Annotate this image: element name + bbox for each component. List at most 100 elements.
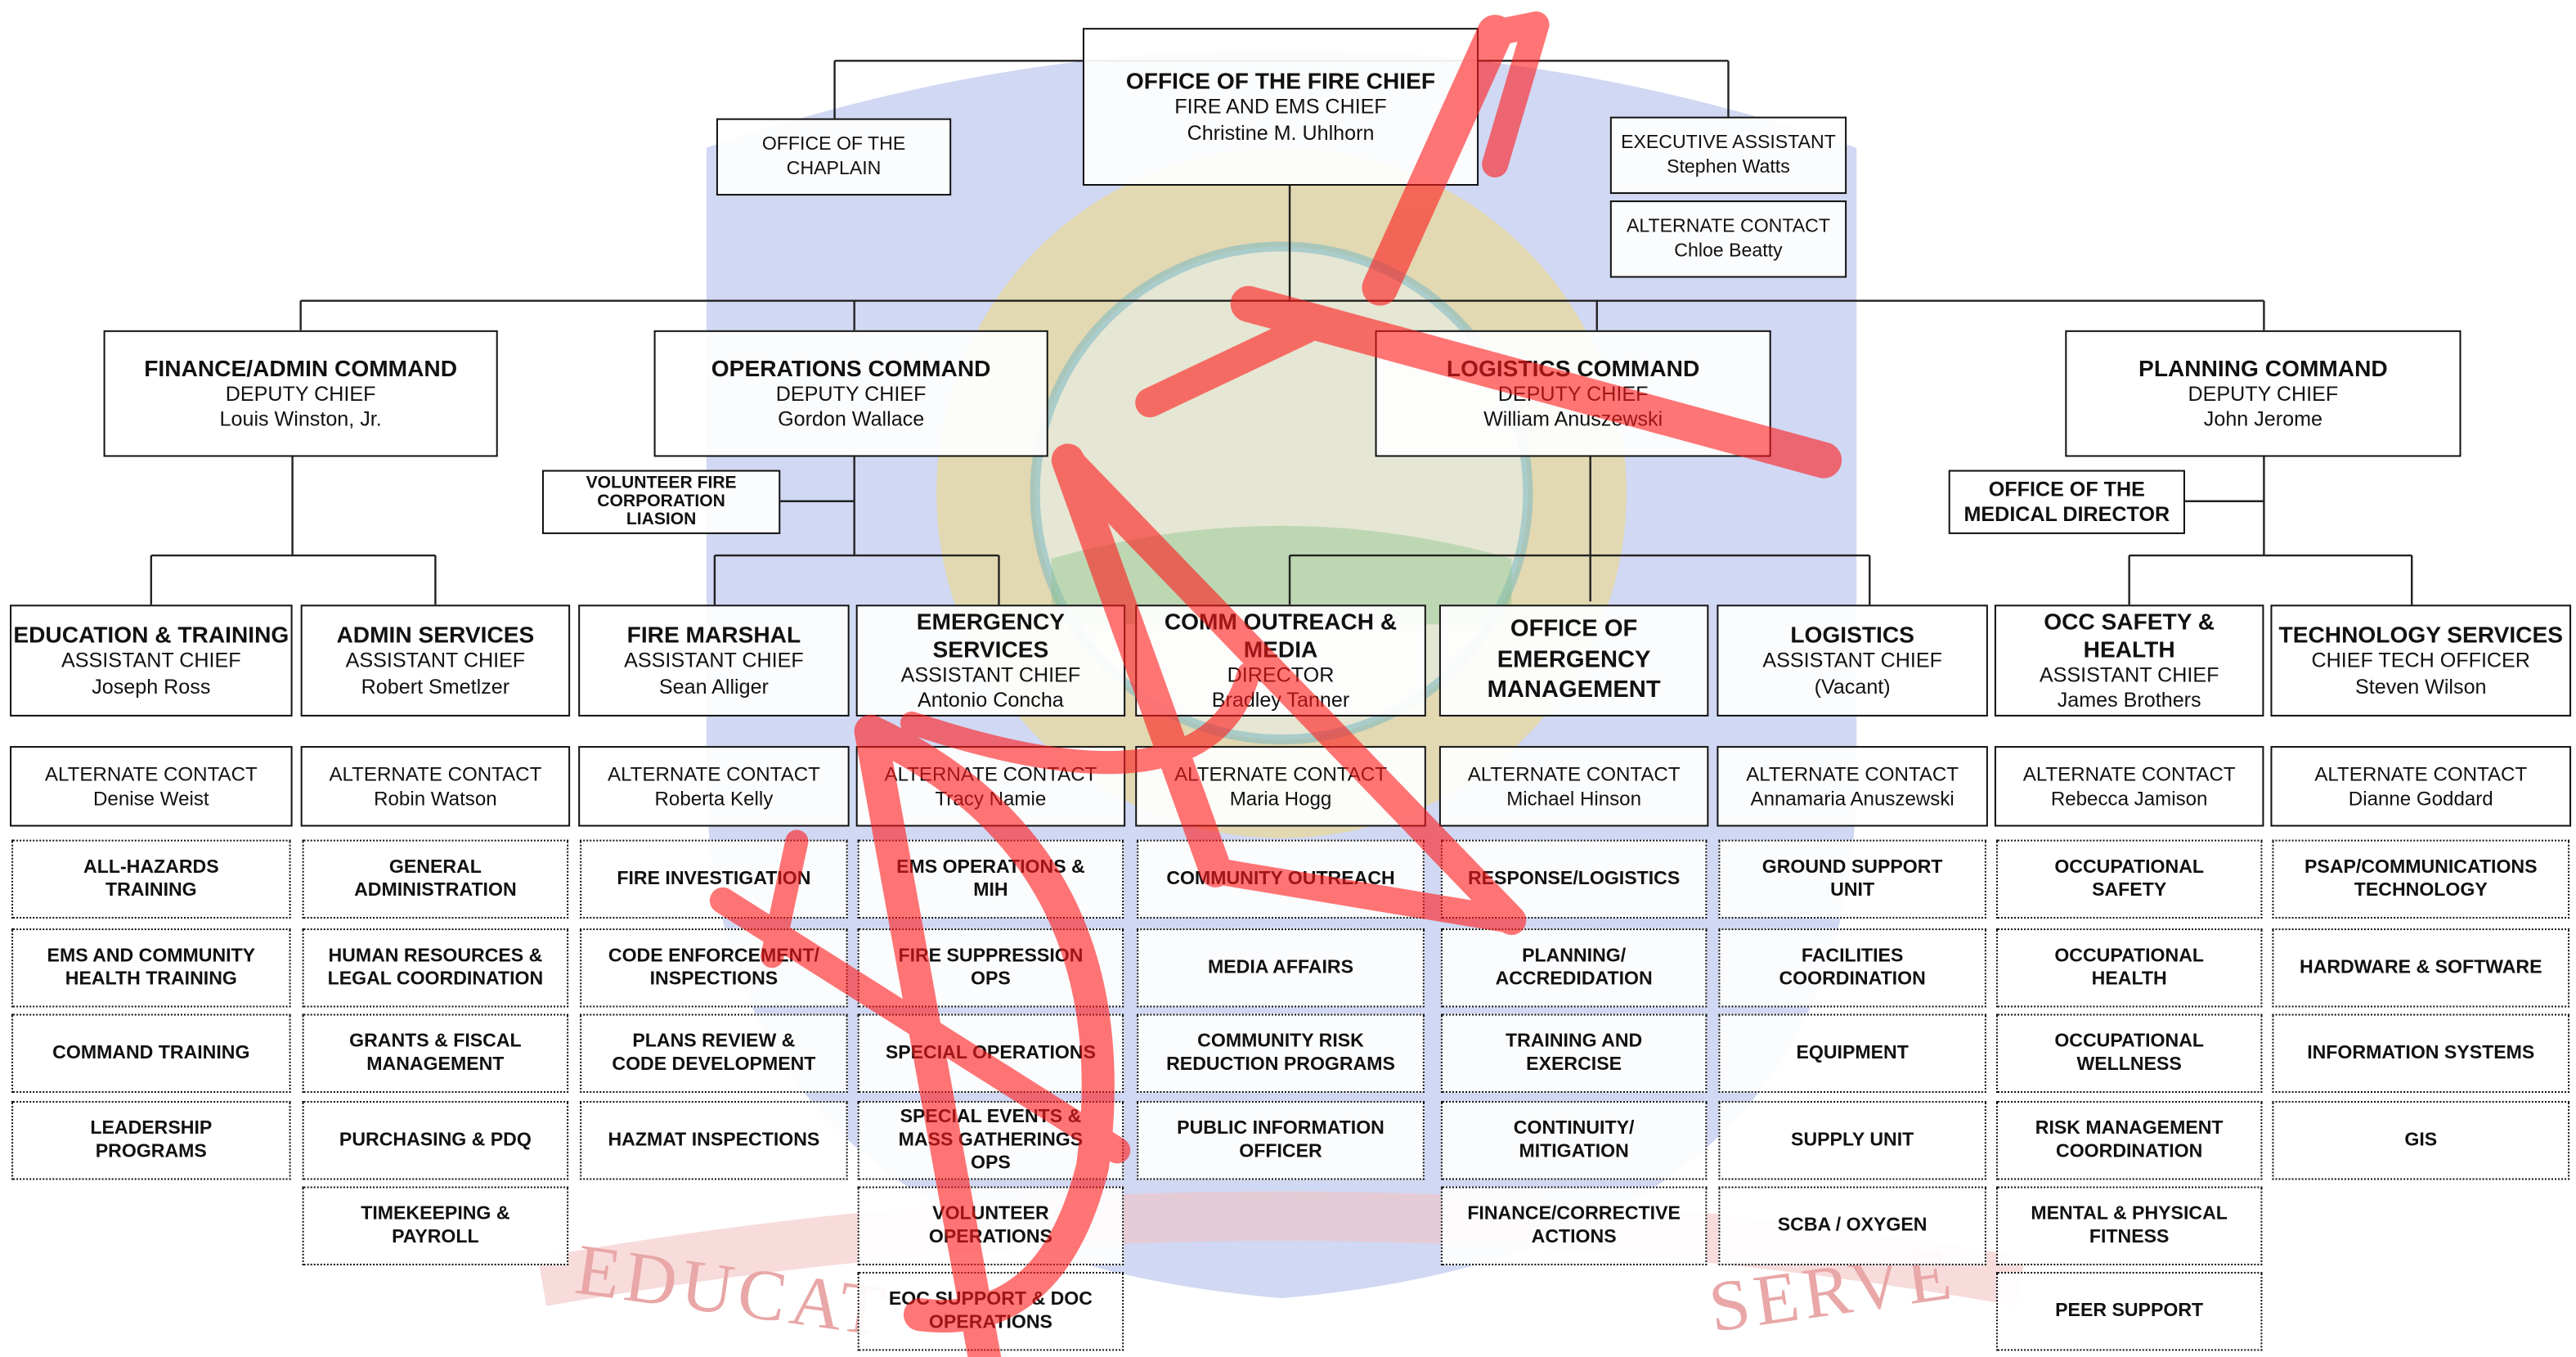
division-title: OCC SAFETY & HEALTH xyxy=(2044,607,2215,663)
medical-director-box: OFFICE OF THE MEDICAL DIRECTOR xyxy=(1948,470,2185,534)
division-name: Antonio Concha xyxy=(918,688,1064,712)
alternate-contact-label: ALTERNATE CONTACT xyxy=(607,762,820,786)
function-box: PUBLIC INFORMATION OFFICER xyxy=(1137,1101,1425,1180)
alternate-contact-label: ALTERNATE CONTACT xyxy=(44,762,258,786)
alternate-contact-label: ALTERNATE CONTACT xyxy=(1746,762,1959,786)
division-name: Robert Smetlzer xyxy=(361,674,510,698)
executive-alternate-box: ALTERNATE CONTACT Chloe Beatty xyxy=(1609,200,1847,278)
executive-assistant-box: EXECUTIVE ASSISTANT Stephen Watts xyxy=(1609,116,1847,195)
alternate-contact-name: Roberta Kelly xyxy=(654,786,774,810)
alternate-contact-name: Michael Hinson xyxy=(1506,786,1642,810)
volunteer-liaison-line2: CORPORATION xyxy=(597,491,725,511)
function-box: GROUND SUPPORT UNIT xyxy=(1718,839,1986,919)
division-name: (Vacant) xyxy=(1814,674,1891,698)
division-role: ASSISTANT CHIEF xyxy=(345,649,526,673)
division-role: ASSISTANT CHIEF xyxy=(900,663,1081,687)
function-box: OCCUPATIONAL HEALTH xyxy=(1995,928,2263,1008)
function-box: HAZMAT INSPECTIONS xyxy=(580,1101,848,1180)
function-box: COMMUNITY RISK REDUCTION PROGRAMS xyxy=(1137,1013,1425,1093)
command-box-finance-admin: FINANCE/ADMIN COMMAND DEPUTY CHIEF Louis… xyxy=(103,330,498,457)
function-box: PEER SUPPORT xyxy=(1995,1271,2263,1351)
function-box: SCBA / OXYGEN xyxy=(1718,1186,1986,1265)
alternate-contact-name: Denise Weist xyxy=(93,786,209,810)
command-title: PLANNING COMMAND xyxy=(2138,354,2388,381)
division-role: ASSISTANT CHIEF xyxy=(2039,663,2219,687)
command-box-planning: PLANNING COMMAND DEPUTY CHIEF John Jerom… xyxy=(2065,330,2462,457)
alternate-contact-name: Maria Hogg xyxy=(1229,786,1332,810)
command-role: DEPUTY CHIEF xyxy=(2188,382,2339,406)
chaplain-line1: OFFICE OF THE xyxy=(761,135,906,155)
function-box: EMS AND COMMUNITY HEALTH TRAINING xyxy=(11,928,291,1008)
volunteer-liaison-line3: LIASION xyxy=(626,509,697,529)
fire-chief-title: OFFICE OF THE FIRE CHIEF xyxy=(1125,67,1436,94)
division-name: Sean Alliger xyxy=(658,674,769,698)
function-box: FACILITIES COORDINATION xyxy=(1718,928,1986,1008)
division-box: OFFICE OF EMERGENCY MANAGEMENT xyxy=(1438,604,1709,717)
function-box: TRAINING AND EXERCISE xyxy=(1440,1013,1708,1093)
executive-alternate-role: ALTERNATE CONTACT xyxy=(1626,218,1830,238)
function-box: HUMAN RESOURCES & LEGAL COORDINATION xyxy=(302,928,569,1008)
chaplain-line2: CHAPLAIN xyxy=(786,158,882,178)
function-box: FINANCE/CORRECTIVE ACTIONS xyxy=(1440,1186,1708,1265)
function-box: PURCHASING & PDQ xyxy=(302,1101,569,1180)
division-title: LOGISTICS xyxy=(1790,621,1914,648)
division-title: OFFICE OF EMERGENCY MANAGEMENT xyxy=(1487,615,1661,704)
function-box: HARDWARE & SOFTWARE xyxy=(2272,928,2570,1008)
function-box: PLANS REVIEW & CODE DEVELOPMENT xyxy=(580,1013,848,1093)
alternate-contact-label: ALTERNATE CONTACT xyxy=(329,762,542,786)
function-box: CONTINUITY/ MITIGATION xyxy=(1440,1101,1708,1180)
function-box: SUPPLY UNIT xyxy=(1718,1101,1986,1180)
function-box: EQUIPMENT xyxy=(1718,1013,1986,1093)
function-box: OCCUPATIONAL WELLNESS xyxy=(1995,1013,2263,1093)
volunteer-liaison-box: VOLUNTEER FIRE CORPORATION LIASION xyxy=(541,470,781,534)
division-title: TECHNOLOGY SERVICES xyxy=(2278,621,2564,648)
function-box: GENERAL ADMINISTRATION xyxy=(302,839,569,919)
function-box: COMMAND TRAINING xyxy=(11,1013,291,1093)
command-box-operations: OPERATIONS COMMAND DEPUTY CHIEF Gordon W… xyxy=(653,330,1048,457)
division-name: Steven Wilson xyxy=(2354,674,2487,698)
command-role: DEPUTY CHIEF xyxy=(225,382,376,406)
function-box: MEDIA AFFAIRS xyxy=(1137,928,1425,1008)
division-title: ADMIN SERVICES xyxy=(336,621,535,648)
alternate-contact-name: Dianne Goddard xyxy=(2348,786,2493,810)
function-box: LEADERSHIP PROGRAMS xyxy=(11,1101,291,1180)
command-name: John Jerome xyxy=(2203,407,2322,431)
division-role: CHIEF TECH OFFICER xyxy=(2311,649,2530,673)
volunteer-liaison-line1: VOLUNTEER FIRE xyxy=(586,473,737,493)
function-box: RISK MANAGEMENT COORDINATION xyxy=(1995,1101,2263,1180)
function-box: PLANNING/ ACCREDIDATION xyxy=(1440,928,1708,1008)
division-title: FIRE MARSHAL xyxy=(626,621,801,648)
function-box: TIMEKEEPING & PAYROLL xyxy=(302,1186,569,1265)
medical-director-line2: MEDICAL DIRECTOR xyxy=(1963,501,2170,525)
alternate-contact-label: ALTERNATE CONTACT xyxy=(2314,762,2528,786)
command-title: FINANCE/ADMIN COMMAND xyxy=(144,354,458,381)
medical-director-line1: OFFICE OF THE xyxy=(1988,477,2145,501)
alternate-contact-label: ALTERNATE CONTACT xyxy=(1467,762,1681,786)
alternate-contact-label: ALTERNATE CONTACT xyxy=(2022,762,2236,786)
function-box: GIS xyxy=(2272,1101,2570,1180)
alternate-contact-name: Robin Watson xyxy=(374,786,497,810)
function-box: MENTAL & PHYSICAL FITNESS xyxy=(1995,1186,2263,1265)
fire-chief-name: Christine M. Uhlhorn xyxy=(1187,120,1375,144)
function-box: INFORMATION SYSTEMS xyxy=(2272,1013,2570,1093)
function-box: ALL-HAZARDS TRAINING xyxy=(11,839,291,919)
division-role: ASSISTANT CHIEF xyxy=(61,649,241,673)
command-role: DEPUTY CHIEF xyxy=(775,382,927,406)
command-name: Louis Winston, Jr. xyxy=(219,407,382,431)
division-role: ASSISTANT CHIEF xyxy=(624,649,804,673)
division-role: ASSISTANT CHIEF xyxy=(1762,649,1942,673)
